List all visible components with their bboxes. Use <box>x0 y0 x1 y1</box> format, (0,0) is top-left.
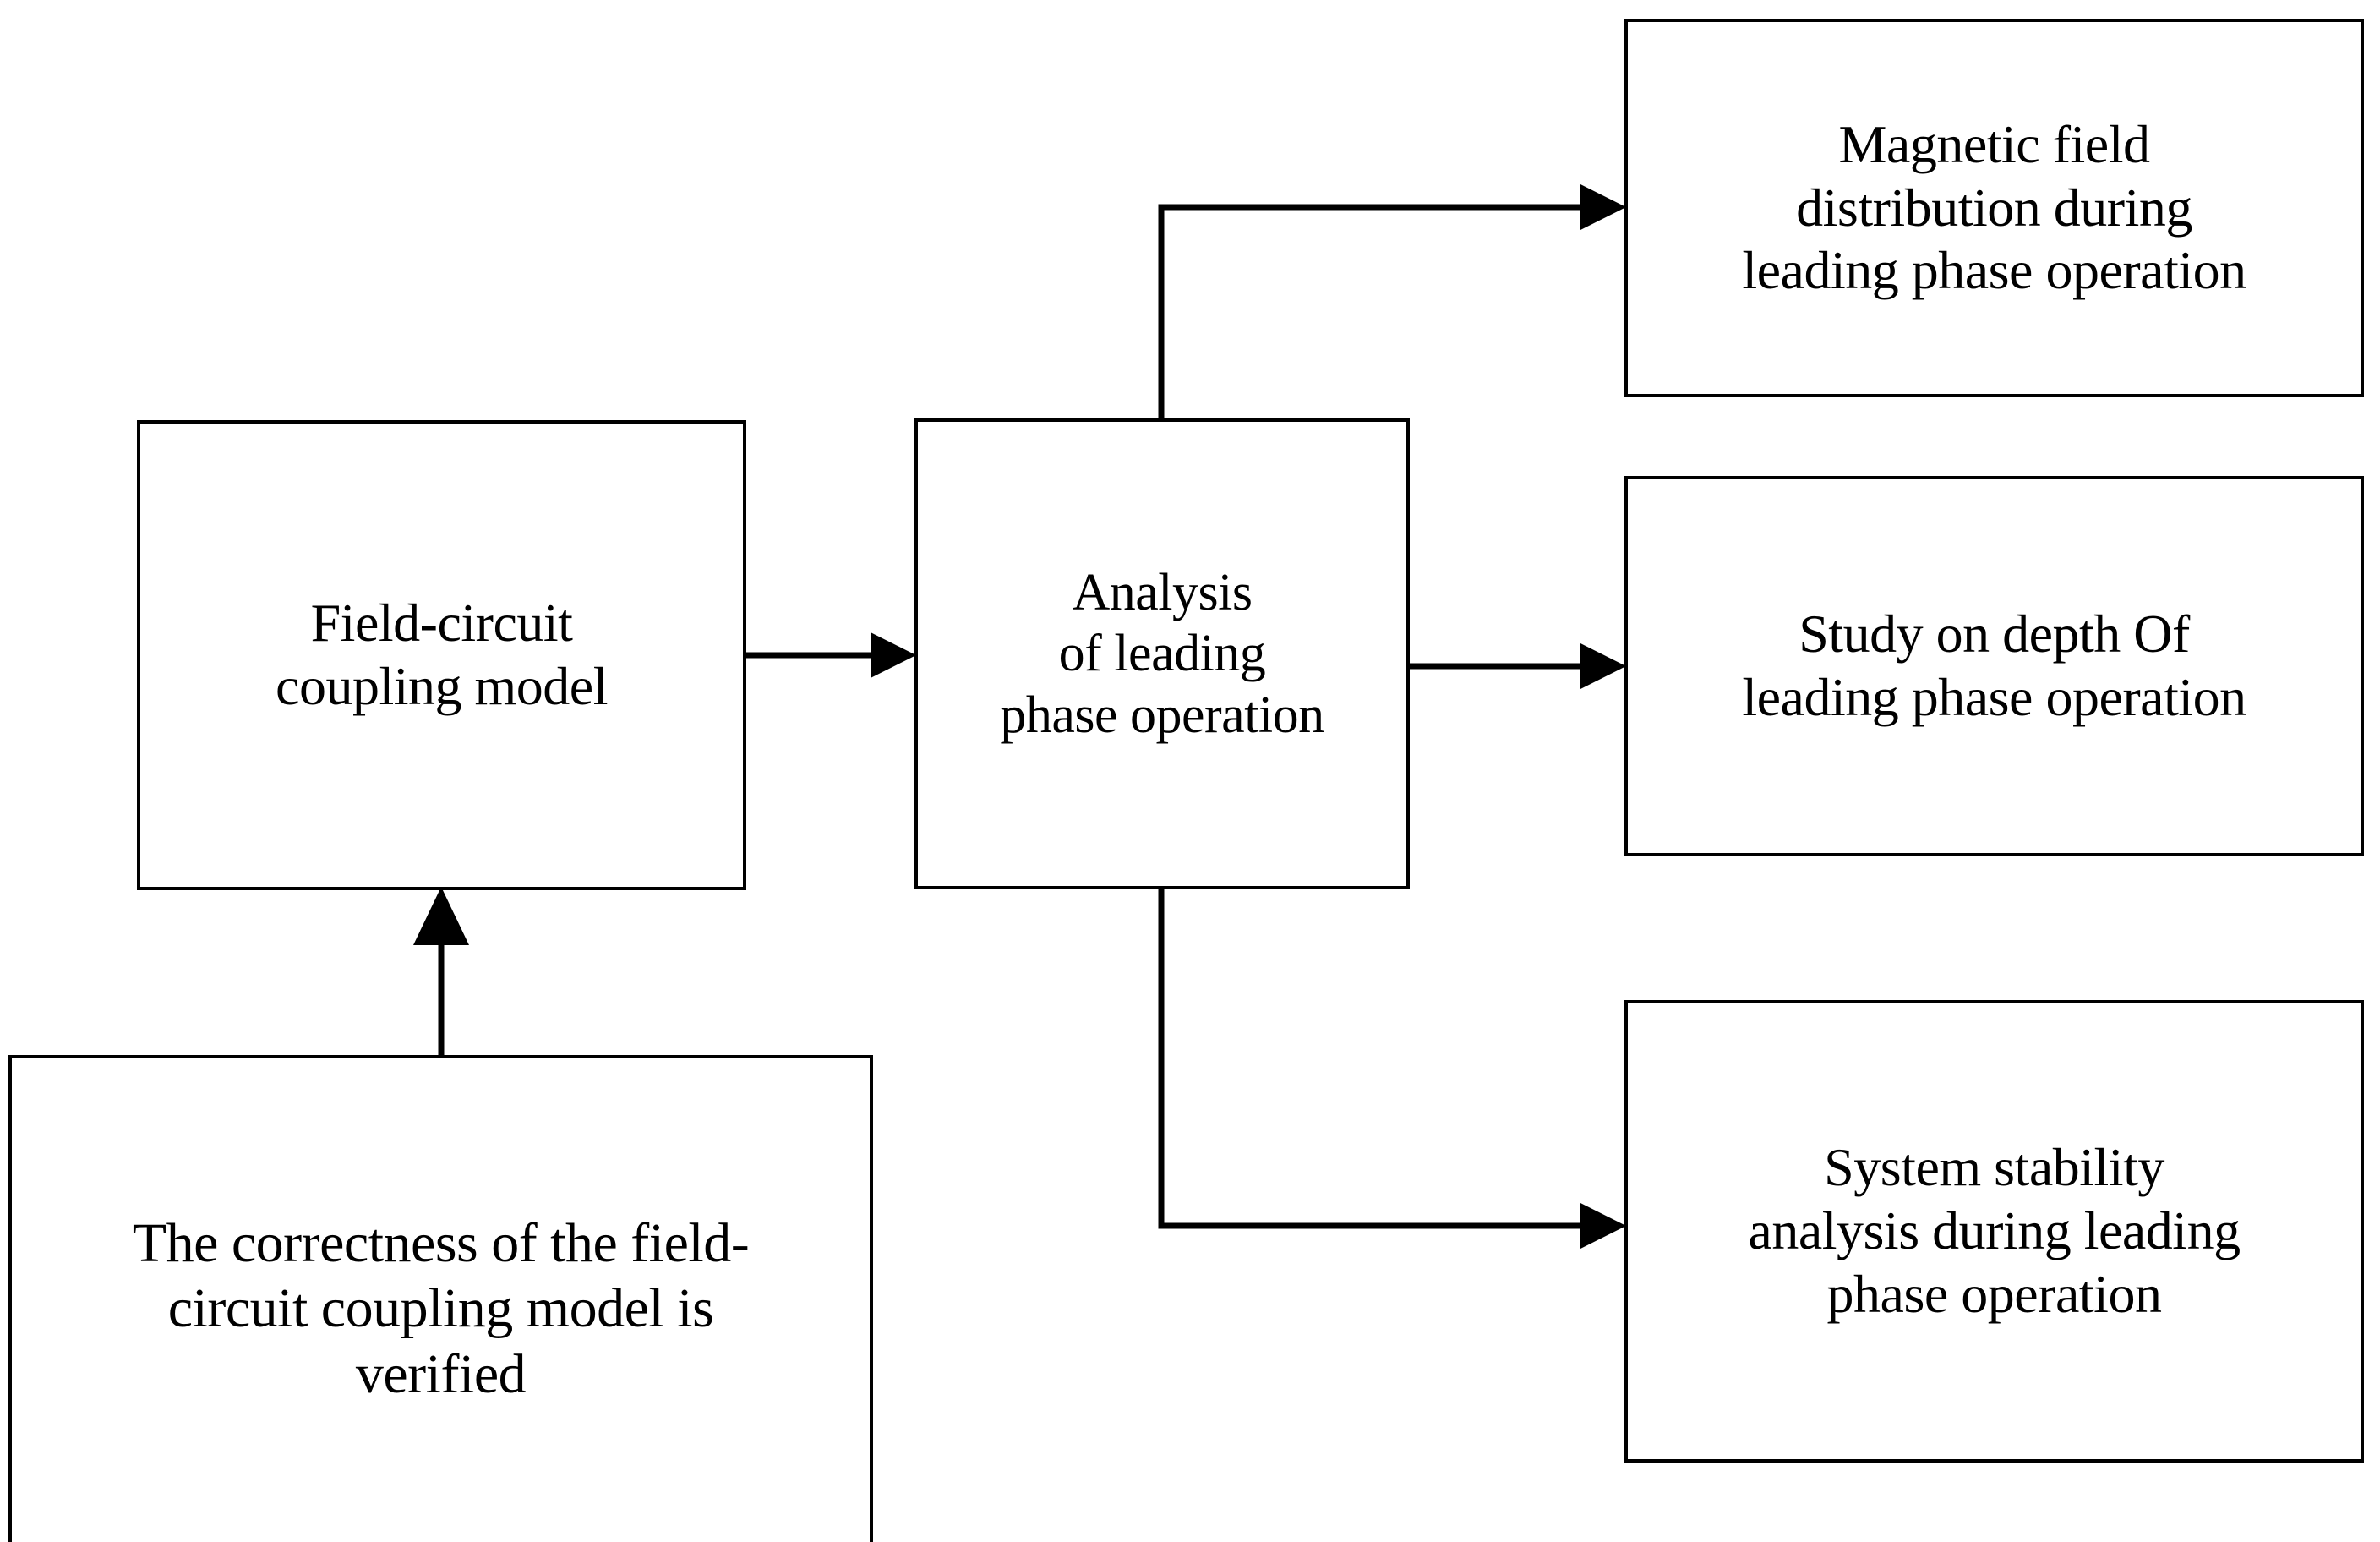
node-correctness-verified[interactable]: The correctness of the field- circuit co… <box>8 1055 873 1542</box>
node-label: Field-circuit coupling model <box>276 593 608 716</box>
edge-model-to-analysis <box>746 632 916 678</box>
node-system-stability-analysis[interactable]: System stability analysis during leading… <box>1624 1000 2364 1463</box>
node-label: Magnetic field distribution during leadi… <box>1742 113 2246 301</box>
node-field-circuit-coupling-model[interactable]: Field-circuit coupling model <box>137 420 746 890</box>
node-analysis-of-leading-phase-operation[interactable]: Analysis of leading phase operation <box>914 418 1410 889</box>
edge-analysis-to-depth-study <box>1410 643 1626 689</box>
edge-verified-to-model <box>413 887 469 1055</box>
edge-analysis-to-system-stability <box>1158 889 1626 1249</box>
node-label: System stability analysis during leading… <box>1748 1137 2241 1324</box>
node-label: Study on depth Of leading phase operatio… <box>1742 604 2246 727</box>
node-label: The correctness of the field- circuit co… <box>132 1212 750 1405</box>
edge-analysis-to-magnetic-field <box>1158 184 1626 418</box>
node-study-on-depth-of-leading-phase-operation[interactable]: Study on depth Of leading phase operatio… <box>1624 476 2364 856</box>
node-label: Analysis of leading phase operation <box>1000 563 1324 744</box>
node-magnetic-field-distribution[interactable]: Magnetic field distribution during leadi… <box>1624 19 2364 397</box>
